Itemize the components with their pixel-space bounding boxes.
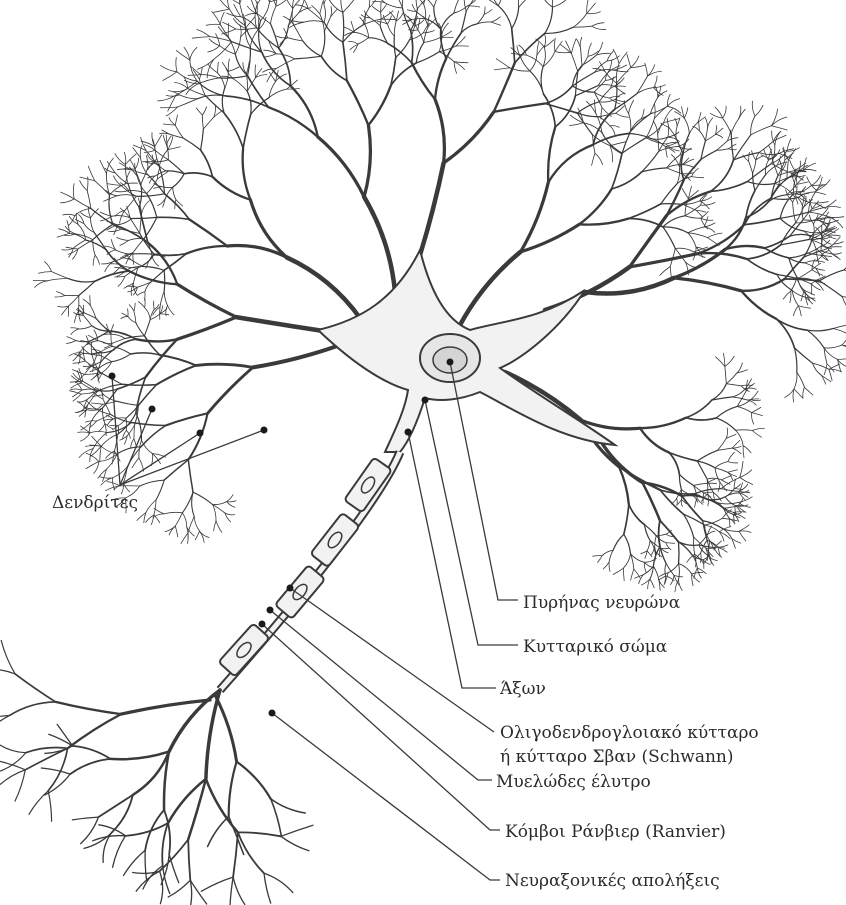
myelin-sheaths: [218, 457, 391, 676]
nucleus-label: Πυρήνας νευρώνα: [523, 593, 681, 613]
dendrite-branches: [33, 0, 846, 592]
oligodendrocyte-label-line1: Ολιγοδενδρογλοιακό κύτταρο: [500, 723, 759, 743]
cell-body-label: Κυτταρικό σώμα: [523, 637, 668, 657]
axon-terminals: [0, 641, 313, 905]
leader-lines: [112, 362, 518, 880]
terminals-label: Νευραξονικές απολήξεις: [505, 871, 720, 891]
ranvier-label: Κόμβοι Ράνβιερ (Ranvier): [505, 822, 726, 842]
dendrites-label: Δενδρίτες: [52, 493, 138, 513]
oligodendrocyte-label-line2: ή κύτταρο Σβαν (Schwann): [500, 747, 734, 767]
axon-label: Άξων: [499, 679, 546, 699]
myelin-label: Μυελώδες έλυτρο: [496, 772, 651, 792]
